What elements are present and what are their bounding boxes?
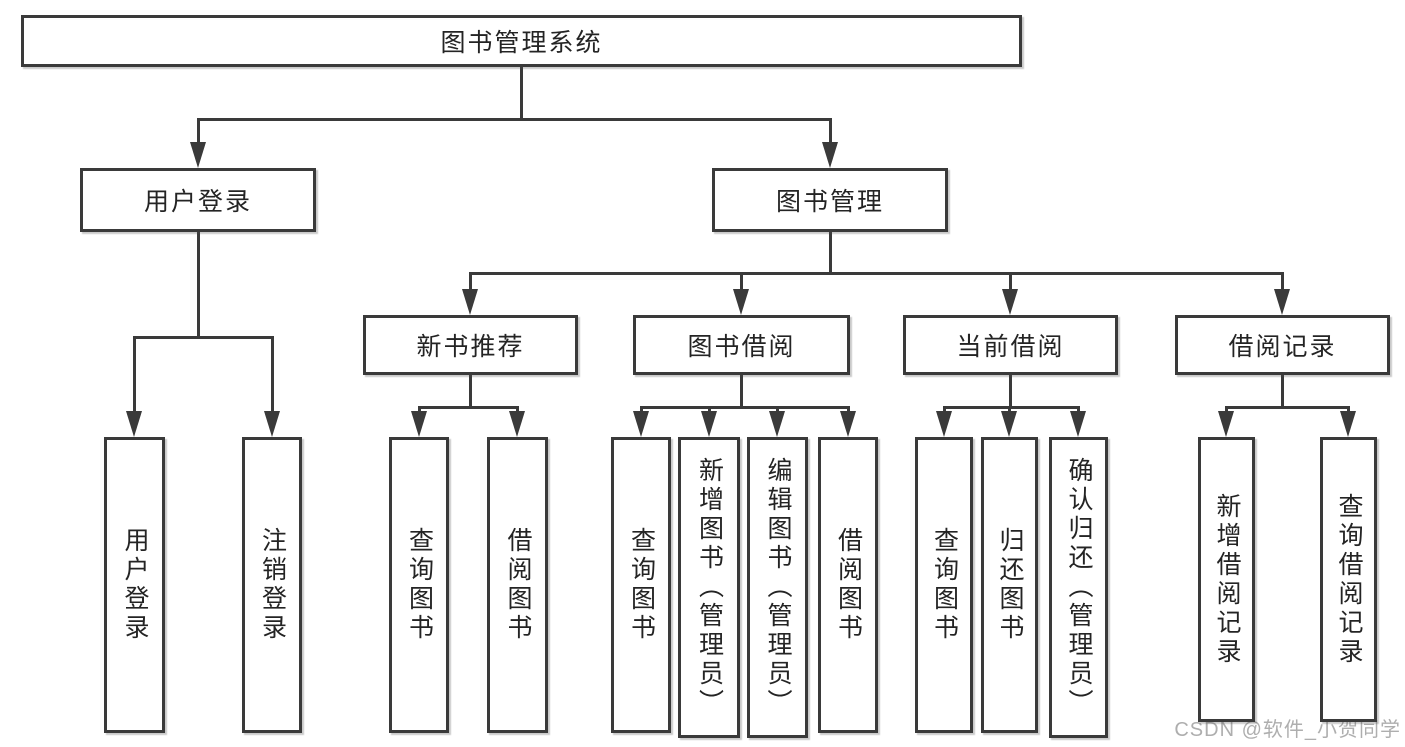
node-book-borrowing: 图书借阅: [633, 315, 850, 375]
node-label-query-books-borrowing: 查询图书: [627, 527, 656, 643]
node-query-borrow-record: 查询借阅记录: [1320, 437, 1377, 722]
arrow-down-icon-borrow-records-split-1: [1340, 411, 1356, 437]
arrow-down-icon-current-borrowing-split-2: [1070, 411, 1086, 437]
node-query-books-borrowing: 查询图书: [611, 437, 671, 733]
connector-bar-current-borrowing-split: [942, 406, 1080, 409]
connector-drop-book-borrowing-split-0: [639, 406, 643, 415]
arrow-down-icon-book-management-split-1: [733, 289, 749, 315]
connector-drop-current-borrowing-split-0: [942, 406, 946, 415]
connector-bar-new-book-split: [417, 406, 519, 409]
node-label-book-management: 图书管理: [775, 188, 884, 216]
connector-bar-root-split: [196, 118, 832, 121]
arrow-down-icon-user-login-split-0: [126, 411, 142, 437]
connector-stem-book-borrowing-split: [739, 375, 743, 409]
node-user-login-module: 用户登录: [80, 168, 316, 232]
connector-bar-user-login-split: [132, 336, 274, 339]
connector-drop-new-book-split-1: [515, 406, 519, 415]
arrow-down-icon-book-borrowing-split-3: [840, 411, 856, 437]
connector-drop-user-login-split-0: [132, 336, 136, 415]
node-label-user-login-module: 用户登录: [143, 188, 252, 216]
connector-drop-book-borrowing-split-2: [775, 406, 779, 415]
connector-stem-current-borrowing-split: [1008, 375, 1012, 409]
arrow-down-icon-book-borrowing-split-2: [769, 411, 785, 437]
node-borrow-books-recommend: 借阅图书: [487, 437, 548, 733]
node-new-book-recommend: 新书推荐: [363, 315, 578, 375]
arrow-down-icon-book-management-split-2: [1002, 289, 1018, 315]
connector-drop-book-borrowing-split-3: [846, 406, 850, 415]
connector-drop-current-borrowing-split-2: [1076, 406, 1080, 415]
node-add-books-admin: 新增图书（管理员）: [678, 437, 740, 738]
connector-drop-book-management-split-2: [1008, 272, 1012, 293]
connector-drop-root-split-0: [196, 118, 200, 146]
arrow-down-icon-book-borrowing-split-1: [701, 411, 717, 437]
arrow-down-icon-current-borrowing-split-0: [936, 411, 952, 437]
arrow-down-icon-borrow-records-split-0: [1218, 411, 1234, 437]
node-query-books-recommend: 查询图书: [389, 437, 449, 733]
node-label-confirm-return-admin: 确认归还（管理员）: [1065, 457, 1093, 718]
csdn-watermark: CSDN @软件_小贺同学: [1174, 719, 1401, 741]
connector-stem-user-login-split: [196, 232, 200, 339]
arrow-down-icon-user-login-split-1: [264, 411, 280, 437]
node-label-query-books-current: 查询图书: [930, 527, 959, 643]
node-label-add-borrow-record: 新增借阅记录: [1213, 492, 1241, 667]
node-label-borrow-books-action: 借阅图书: [834, 527, 863, 643]
connector-drop-book-management-split-1: [739, 272, 743, 293]
arrow-down-icon-current-borrowing-split-1: [1001, 411, 1017, 437]
arrow-down-icon-book-management-split-0: [462, 289, 478, 315]
connector-bar-book-borrowing-split: [639, 406, 850, 409]
node-label-borrow-books-recommend: 借阅图书: [504, 527, 532, 643]
node-borrow-books-action: 借阅图书: [818, 437, 878, 733]
node-return-books: 归还图书: [981, 437, 1038, 733]
connector-stem-root-split: [519, 67, 523, 121]
node-confirm-return-admin: 确认归还（管理员）: [1049, 437, 1108, 738]
connector-drop-new-book-split-0: [417, 406, 421, 415]
connector-drop-book-borrowing-split-1: [707, 406, 711, 415]
connector-drop-current-borrowing-split-1: [1007, 406, 1011, 415]
node-label-root-system: 图书管理系统: [440, 29, 603, 57]
connector-bar-book-management-split: [468, 272, 1284, 275]
connector-drop-borrow-records-split-1: [1346, 406, 1350, 415]
connector-drop-root-split-1: [828, 118, 832, 146]
node-label-new-book-recommend: 新书推荐: [416, 333, 525, 361]
arrow-down-icon-new-book-split-1: [509, 411, 525, 437]
node-logout-action: 注销登录: [242, 437, 302, 733]
node-label-current-borrowing: 当前借阅: [956, 333, 1065, 361]
node-root-system: 图书管理系统: [21, 15, 1022, 67]
connector-drop-user-login-split-1: [270, 336, 274, 415]
node-edit-books-admin: 编辑图书（管理员）: [747, 437, 808, 738]
node-label-logout-action: 注销登录: [258, 527, 287, 643]
node-label-add-books-admin: 新增图书（管理员）: [695, 457, 724, 718]
node-label-query-borrow-record: 查询借阅记录: [1335, 492, 1363, 667]
connector-drop-book-management-split-0: [468, 272, 472, 293]
arrow-down-icon-root-split-0: [190, 142, 206, 168]
node-label-user-login-action: 用户登录: [121, 527, 149, 643]
connector-drop-book-management-split-3: [1280, 272, 1284, 293]
node-user-login-action: 用户登录: [104, 437, 165, 733]
node-label-return-books: 归还图书: [996, 527, 1024, 643]
connector-drop-borrow-records-split-0: [1224, 406, 1228, 415]
connector-stem-new-book-split: [468, 375, 472, 409]
arrow-down-icon-new-book-split-0: [411, 411, 427, 437]
node-borrowing-records: 借阅记录: [1175, 315, 1390, 375]
node-label-query-books-recommend: 查询图书: [405, 527, 434, 643]
connector-stem-book-management-split: [828, 232, 832, 275]
node-current-borrowing: 当前借阅: [903, 315, 1118, 375]
node-book-management: 图书管理: [712, 168, 948, 232]
connector-bar-borrow-records-split: [1224, 406, 1350, 409]
node-label-book-borrowing: 图书借阅: [687, 333, 796, 361]
node-query-books-current: 查询图书: [915, 437, 973, 733]
node-label-borrowing-records: 借阅记录: [1228, 333, 1337, 361]
node-label-edit-books-admin: 编辑图书（管理员）: [764, 457, 792, 718]
arrow-down-icon-root-split-1: [822, 142, 838, 168]
arrow-down-icon-book-management-split-3: [1274, 289, 1290, 315]
arrow-down-icon-book-borrowing-split-0: [633, 411, 649, 437]
connector-stem-borrow-records-split: [1280, 375, 1284, 409]
node-add-borrow-record: 新增借阅记录: [1198, 437, 1255, 722]
